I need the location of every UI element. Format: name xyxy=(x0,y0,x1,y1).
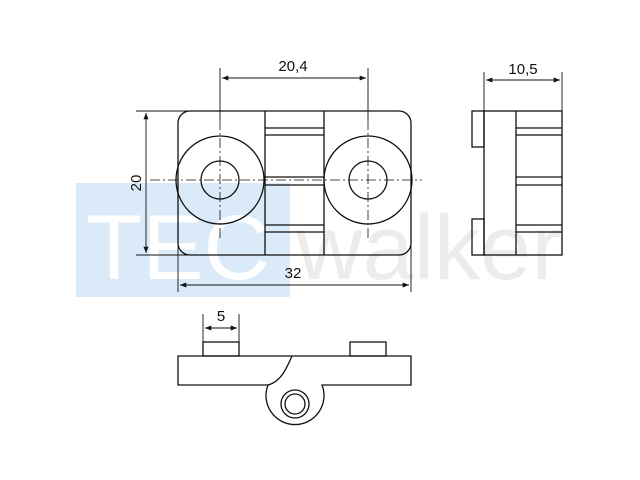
dim-hole-spacing xyxy=(219,68,369,120)
bottom-body-outline xyxy=(177,355,412,426)
side-view xyxy=(471,110,563,256)
pin-outer xyxy=(280,389,310,419)
left-boss xyxy=(202,341,240,357)
side-top-tab xyxy=(471,110,485,148)
watermark-left-box xyxy=(76,183,290,297)
front-body-outline xyxy=(177,110,412,256)
dim-depth-label: 10,5 xyxy=(508,61,537,78)
dim-depth xyxy=(483,72,563,118)
dim-height xyxy=(136,110,190,256)
front-centerlines xyxy=(150,120,422,240)
dim-hole-spacing-label: 20,4 xyxy=(278,58,307,75)
right-boss xyxy=(349,341,387,357)
dim-width-label: 32 xyxy=(285,265,302,282)
pin-inner xyxy=(284,393,306,415)
dim-width xyxy=(177,245,412,292)
dim-boss-width xyxy=(202,314,240,342)
bottom-view xyxy=(177,341,412,426)
side-bottom-tab xyxy=(471,218,485,256)
watermark-logo: TEC walker xyxy=(76,183,562,299)
side-body-outline xyxy=(483,110,563,256)
watermark-right-word: walker xyxy=(295,197,562,299)
dim-boss-width-label: 5 xyxy=(217,308,225,325)
dim-height-label: 20 xyxy=(128,175,145,192)
